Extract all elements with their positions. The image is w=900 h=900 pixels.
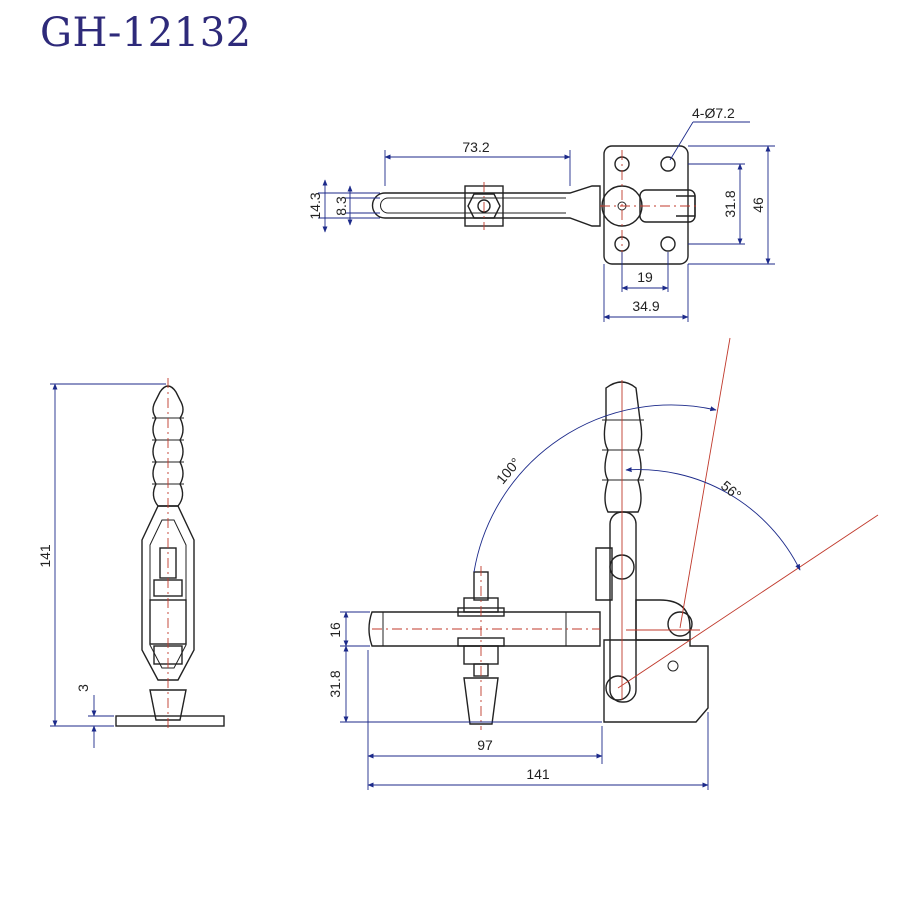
base-block-front bbox=[603, 639, 709, 723]
grip-front bbox=[603, 381, 643, 513]
base-plate-top bbox=[603, 145, 689, 265]
lower-pivot-front bbox=[605, 675, 631, 701]
spindle-tip-side bbox=[149, 689, 187, 721]
handle-arm-front bbox=[609, 511, 637, 703]
main-pivot-front bbox=[667, 611, 693, 637]
dim-hole-spacing-h: 19 bbox=[637, 269, 653, 285]
dim-side-height: 141 bbox=[37, 544, 53, 568]
clamp-bar-front bbox=[368, 611, 601, 647]
handle-bar-top bbox=[371, 185, 601, 227]
dim-base-width: 34.9 bbox=[632, 298, 659, 314]
dim-hold-angle: 56° bbox=[718, 477, 745, 503]
dim-hole-spec: 4-Ø7.2 bbox=[692, 105, 735, 121]
dim-overall-length: 141 bbox=[526, 766, 550, 782]
dim-reach: 97 bbox=[477, 737, 493, 753]
link-frame-side bbox=[141, 505, 195, 681]
page-title: GH-12132 bbox=[40, 10, 252, 56]
dim-base-height: 46 bbox=[750, 197, 766, 213]
base-side bbox=[115, 715, 225, 727]
grip-side bbox=[152, 385, 184, 507]
dim-open-angle: 100° bbox=[493, 455, 524, 487]
link-front bbox=[595, 547, 613, 601]
front-view: 100° 56° 16 31.8 97 141 bbox=[327, 337, 879, 790]
hex-nut-face bbox=[467, 193, 501, 219]
spindle-tip-front bbox=[463, 677, 499, 725]
dim-base-thickness: 3 bbox=[75, 684, 91, 692]
top-view: 73.2 14.3 8.3 4-Ø7.2 31.8 46 19 34.9 bbox=[307, 105, 775, 322]
dim-bar-height: 16 bbox=[327, 622, 343, 638]
dim-slot-inner: 8.3 bbox=[333, 196, 349, 216]
dim-hole-spacing-v: 31.8 bbox=[722, 190, 738, 217]
dim-handle-length: 73.2 bbox=[462, 139, 489, 155]
dim-spindle-height: 31.8 bbox=[327, 670, 343, 697]
side-view: 141 3 bbox=[37, 378, 225, 748]
dim-slot-outer: 14.3 bbox=[307, 192, 323, 219]
pivot-housing-front bbox=[635, 599, 691, 641]
handle-slot-top bbox=[380, 197, 566, 214]
mount-hole-4 bbox=[660, 236, 676, 252]
mount-hole-2 bbox=[660, 156, 676, 172]
